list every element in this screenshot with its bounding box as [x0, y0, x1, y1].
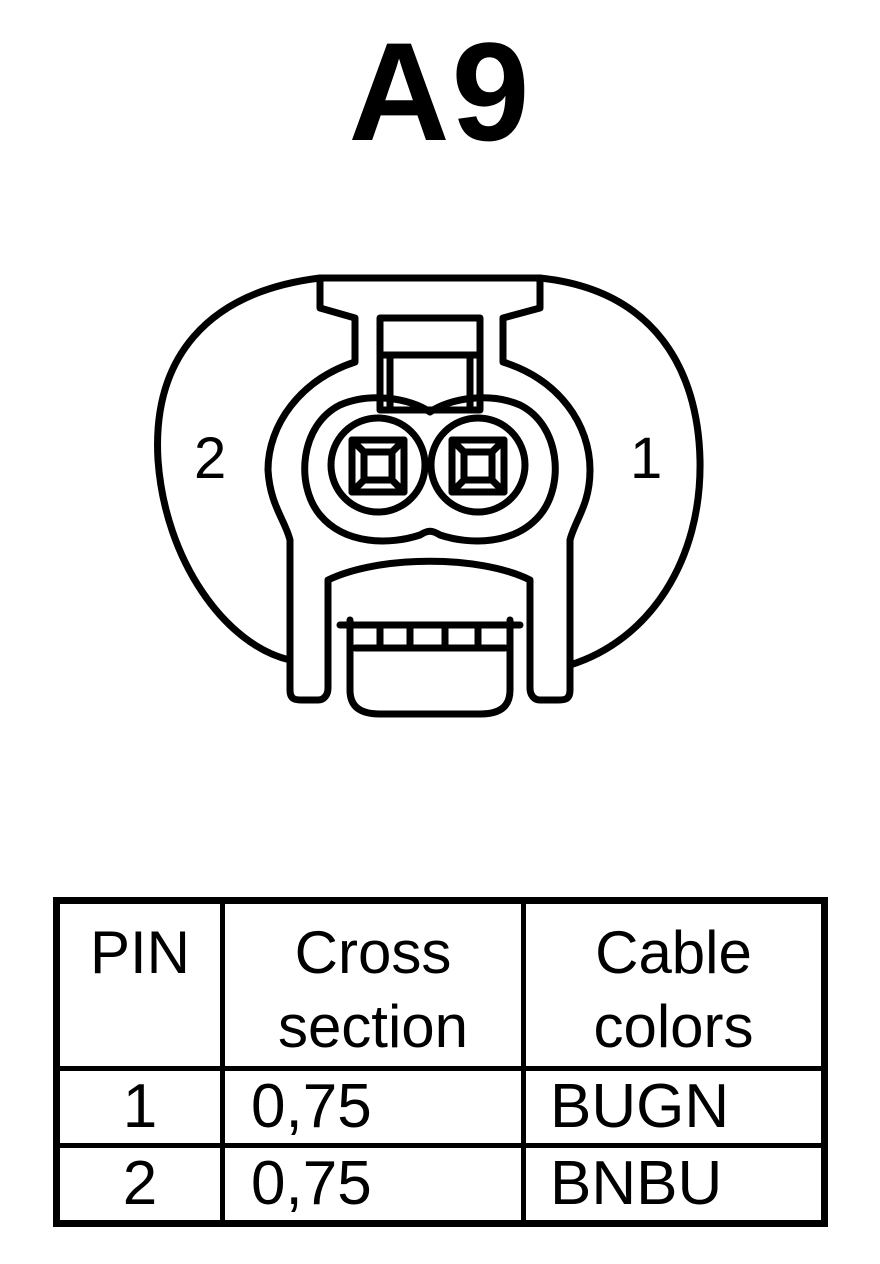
pin-table-header-row: PIN Cross section Cable colors — [54, 898, 827, 1071]
pin-1-contact — [448, 436, 508, 496]
pin-label-1: 1 — [630, 426, 662, 491]
header-pin: PIN — [54, 898, 225, 1071]
cell-cable-color: BUGN — [521, 1066, 827, 1148]
cell-cross-section: 0,75 — [220, 1066, 526, 1148]
connector-diagram: 2 1 — [154, 274, 704, 718]
pin-2-ring — [327, 414, 429, 516]
pin-label-2: 2 — [194, 426, 226, 491]
table-row: 1 0,75 BUGN — [54, 1066, 827, 1148]
table-row: 2 0,75 BNBU — [54, 1142, 827, 1227]
cell-cross-section: 0,75 — [220, 1142, 526, 1227]
pin-table: PIN Cross section Cable colors 1 0,75 BU… — [53, 897, 828, 1227]
connector-secondary-lock — [346, 616, 514, 718]
connector-cavity-outline — [301, 394, 559, 545]
connector-housing-outline — [154, 274, 704, 669]
connector-latch-outline — [264, 274, 594, 704]
pin-2-contact — [348, 436, 408, 496]
pin-1-ring — [427, 414, 529, 516]
header-cross-section: Cross section — [220, 898, 526, 1071]
cell-cable-color: BNBU — [521, 1142, 827, 1227]
cell-pin: 1 — [54, 1066, 225, 1148]
cell-pin: 2 — [54, 1142, 225, 1227]
connector-title: A9 — [348, 13, 532, 170]
header-cable-colors: Cable colors — [521, 898, 827, 1071]
